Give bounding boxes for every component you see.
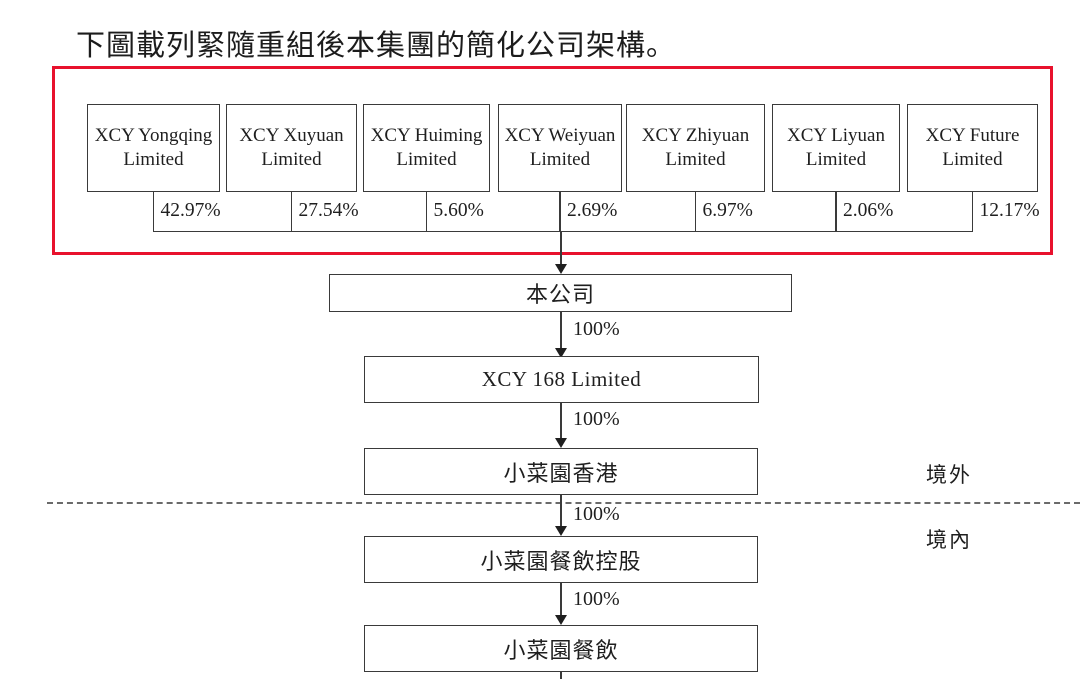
shareholder-box-zhiyuan: XCY Zhiyuan Limited (626, 104, 765, 192)
connector-line (560, 582, 562, 616)
connector-bus-line (153, 230, 973, 233)
shareholder-box-weiyuan: XCY Weiyuan Limited (498, 104, 622, 192)
arrow-down-icon (554, 348, 567, 358)
ownership-label: 100% (573, 318, 620, 340)
ownership-percentage: 2.69% (567, 200, 618, 221)
connector-line (971, 192, 974, 232)
connector-line (835, 192, 837, 232)
entity-box-xiaocaiyuan-catering: 小菜園餐飲 (364, 625, 758, 672)
shareholder-box-huiming: XCY Huiming Limited (363, 104, 490, 192)
shareholder-column: XCY Zhiyuan Limited 6.97% (626, 104, 765, 244)
connector-line (560, 494, 562, 527)
arrow-down-icon (554, 615, 567, 625)
connector-line (425, 192, 428, 232)
ownership-percentage: 42.97% (160, 200, 221, 221)
connector-line (560, 311, 562, 349)
entity-box-xcy168: XCY 168 Limited (364, 356, 759, 403)
arrow-down-icon (554, 264, 567, 274)
entity-box-company: 本公司 (329, 274, 792, 312)
shareholder-column: XCY Yongqing Limited 42.97% (87, 104, 221, 244)
arrow-down-icon (554, 438, 567, 448)
shareholder-box-future: XCY Future Limited (907, 104, 1038, 192)
connector-line (290, 192, 293, 232)
ownership-label: 100% (573, 503, 620, 525)
shareholders-highlight-box (52, 66, 1053, 255)
ownership-percentage: 12.17% (979, 200, 1040, 221)
region-label-onshore: 境內 (926, 528, 972, 552)
ownership-percentage: 2.06% (843, 200, 894, 221)
diagram-title: 下圖載列緊隨重組後本集團的簡化公司架構。 (76, 30, 677, 62)
connector-line (560, 231, 562, 265)
connector-line (560, 402, 562, 439)
entity-box-xiaocaiyuan-catering-holding: 小菜園餐飲控股 (364, 536, 758, 583)
shareholder-column: XCY Liyuan Limited 2.06% (772, 104, 900, 244)
ownership-percentage: 6.97% (702, 200, 753, 221)
connector-line (694, 192, 697, 232)
shareholder-column: XCY Future Limited 12.17% (907, 104, 1040, 244)
connector-line (152, 192, 155, 232)
shareholder-column: XCY Weiyuan Limited 2.69% (498, 104, 622, 244)
shareholder-box-yongqing: XCY Yongqing Limited (87, 104, 220, 192)
shareholder-box-xuyuan: XCY Xuyuan Limited (226, 104, 357, 192)
shareholder-column: XCY Xuyuan Limited 27.54% (226, 104, 359, 244)
shareholder-column: XCY Huiming Limited 5.60% (363, 104, 490, 244)
arrow-down-icon (554, 526, 567, 536)
ownership-percentage: 27.54% (298, 200, 359, 221)
region-label-offshore: 境外 (926, 463, 972, 487)
entity-box-xiaocaiyuan-hongkong: 小菜園香港 (364, 448, 758, 495)
connector-line-stub (560, 671, 562, 679)
ownership-label: 100% (573, 408, 620, 430)
connector-line (559, 192, 561, 232)
offshore-onshore-divider (47, 502, 1080, 504)
shareholder-box-liyuan: XCY Liyuan Limited (772, 104, 900, 192)
ownership-percentage: 5.60% (433, 200, 484, 221)
ownership-label: 100% (573, 588, 620, 610)
